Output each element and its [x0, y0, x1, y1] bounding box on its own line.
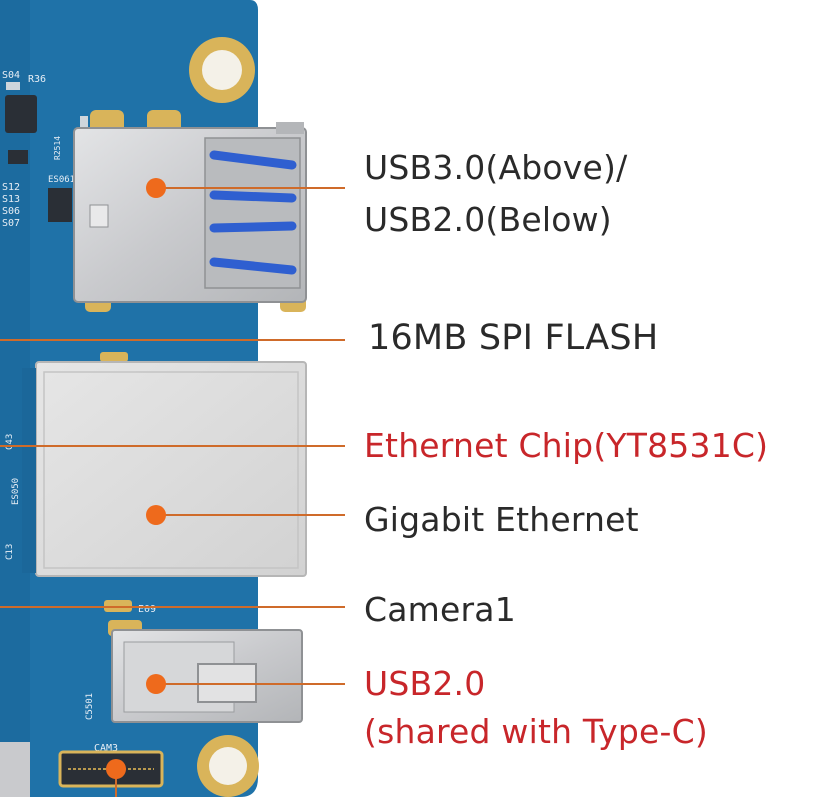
silk-s13: S13: [2, 194, 20, 205]
marker-dots: [106, 178, 166, 779]
mounting-hole-top: [189, 37, 255, 103]
ethernet-jack: [22, 361, 307, 577]
silk-c5501: C5501: [85, 693, 95, 720]
camera-fpc-connector: [0, 742, 164, 797]
silk-s12: S12: [2, 182, 20, 193]
silk-s06: S06: [2, 206, 20, 217]
silk-es050: ES050: [11, 478, 21, 505]
label-spi-flash: 16MB SPI FLASH: [368, 318, 659, 358]
silk-r2514: R2514: [53, 136, 62, 160]
silkscreen-labels: S04 R36 ES061 S12 S13 S06 S07 R2514 C43 …: [2, 70, 156, 754]
usb3-connector: [73, 110, 307, 312]
dot-usb3: [146, 178, 166, 198]
smd-components: [5, 82, 88, 222]
silk-cam3: CAM3: [94, 743, 118, 754]
silk-r36: R36: [28, 74, 46, 85]
silk-s04: S04: [2, 70, 20, 81]
spi-flash-pad: [100, 352, 128, 362]
usb2-connector: [108, 620, 303, 723]
leader-lines: [0, 187, 345, 797]
silk-es061: ES061: [48, 175, 75, 185]
label-camera1: Camera1: [364, 590, 516, 629]
dot-cam-connector: [106, 759, 126, 779]
label-usb2-line1: USB2.0: [364, 664, 486, 703]
label-gigabit-ethernet: Gigabit Ethernet: [364, 500, 639, 539]
label-usb3-line2: USB2.0(Below): [364, 200, 612, 239]
label-usb3-line1: USB3.0(Above)/: [364, 148, 628, 187]
silk-s07: S07: [2, 218, 20, 229]
silk-c43: C43: [5, 434, 15, 450]
label-ethernet-chip: Ethernet Chip(YT8531C): [364, 426, 769, 465]
dot-usb2: [146, 674, 166, 694]
silk-e09: E09: [138, 604, 156, 615]
silk-c13: C13: [5, 544, 15, 560]
mounting-hole-bottom: [197, 735, 259, 797]
label-usb2-line2: (shared with Type-C): [364, 712, 708, 751]
dot-gigabit: [146, 505, 166, 525]
